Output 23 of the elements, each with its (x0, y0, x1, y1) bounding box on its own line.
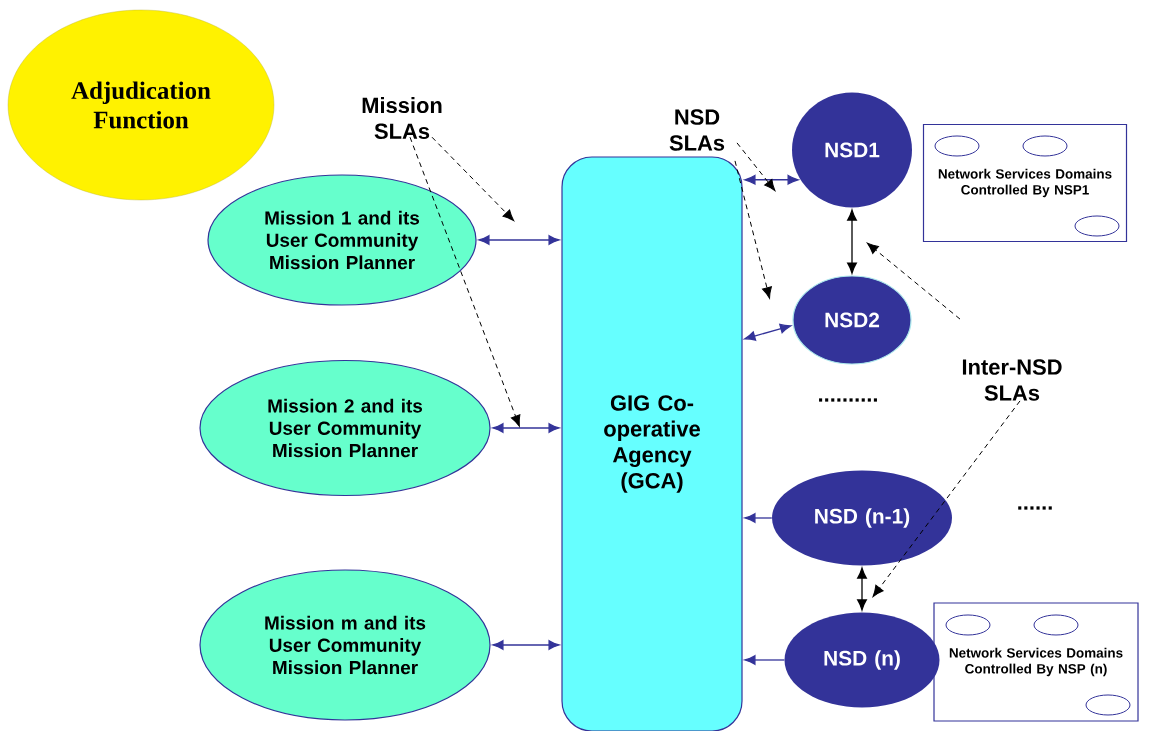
dashed-arrow (872, 400, 1021, 598)
sla-label: Mission SLAs (362, 97, 442, 139)
agency-box: GIG Co-operative Agency (GCA) (561, 156, 743, 731)
arrow (744, 323, 792, 341)
arrow (857, 567, 867, 611)
arrow (744, 174, 799, 185)
arrow (847, 209, 857, 274)
dashed-arrow (734, 160, 772, 299)
dashed-arrow (431, 136, 515, 222)
ellipsis-text: .......... (819, 398, 877, 402)
arrow (744, 655, 785, 665)
dashed-arrow (736, 142, 776, 192)
arrow (492, 423, 560, 433)
arrow (478, 235, 560, 245)
sla-label: Inter-NSD SLAs (962, 359, 1062, 401)
dashed-arrow (409, 136, 521, 427)
dashed-arrow (866, 242, 961, 320)
sla-label: NSD SLAs (669, 109, 725, 151)
arrow (744, 513, 773, 523)
arrow (492, 640, 560, 650)
ellipsis-text: ...... (1018, 506, 1052, 510)
domain-box: Network Services Domains Controlled By NSP (n) (933, 602, 1139, 722)
domain-box: Network Services Domains Controlled By NSP1 (922, 123, 1128, 243)
